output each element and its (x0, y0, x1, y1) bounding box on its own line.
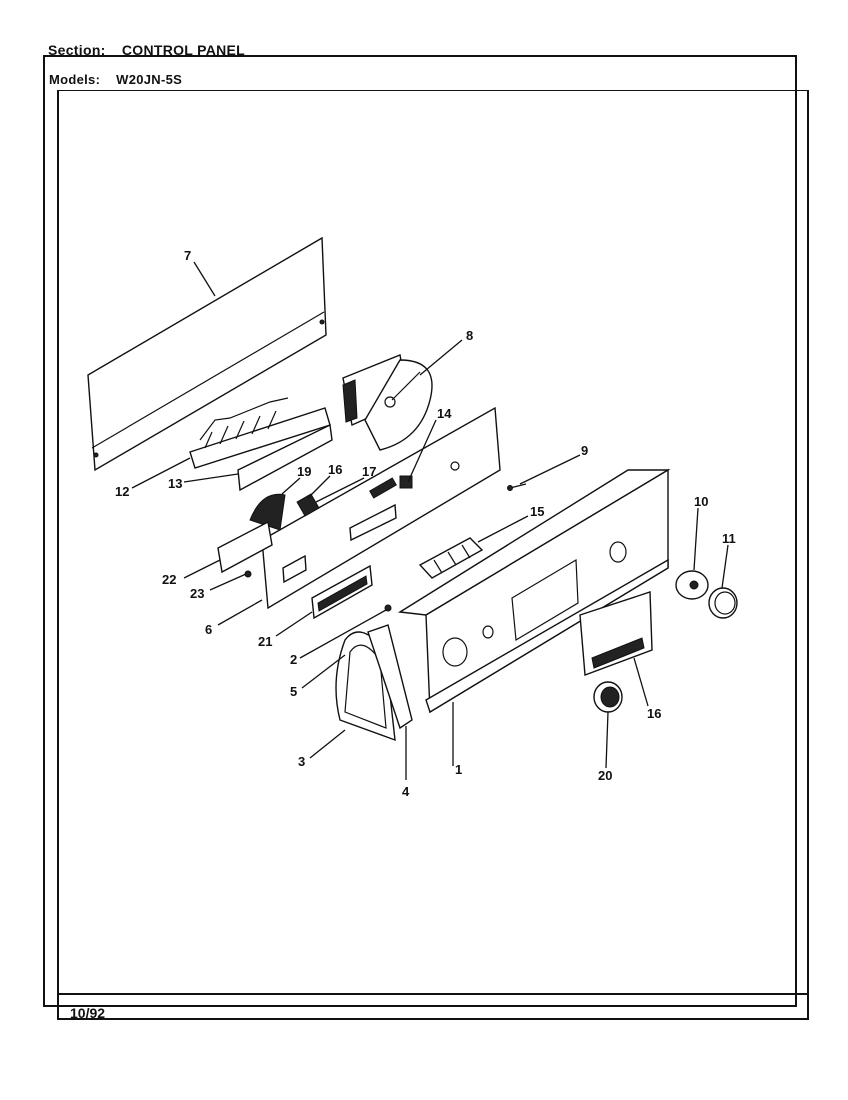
callout-22: 22 (162, 572, 176, 587)
callout-12: 12 (115, 484, 129, 499)
callout-9: 9 (581, 443, 588, 458)
part-9-screw (507, 483, 527, 491)
part-21-lens (311, 564, 373, 620)
part-19-harness (249, 475, 413, 531)
callout-20: 20 (598, 768, 612, 783)
revision-date: 10/92 (70, 1005, 106, 1021)
callout-19: 19 (297, 464, 311, 479)
part-8-timer (342, 354, 433, 451)
callout-4: 4 (402, 784, 410, 799)
callout-2: 2 (290, 652, 297, 667)
models-value: W20JN-5S (116, 72, 183, 87)
drawing-frame (43, 55, 797, 1007)
section-label: Section: (48, 42, 106, 58)
callout-6: 6 (205, 622, 212, 637)
callout-14: 14 (437, 406, 452, 421)
section-header: Section: CONTROL PANEL (48, 42, 245, 58)
callout-16-button-pad: 16 (647, 706, 661, 721)
part-7-rear-panel (87, 236, 327, 472)
part-20-knob (593, 681, 623, 713)
part-15-button-insert (418, 537, 484, 579)
models-header: Models: W20JN-5S (49, 72, 182, 87)
callout-13: 13 (168, 476, 182, 491)
part-11-knob (708, 587, 738, 619)
leader-lines (131, 261, 729, 780)
part-13-switch-bracket (189, 397, 333, 492)
models-label: Models: (49, 72, 101, 87)
part-1-control-panel (397, 468, 671, 714)
callout-16-harness: 16 (328, 462, 342, 477)
part-4-trim (367, 624, 413, 730)
callout-15: 15 (530, 504, 544, 519)
drawing-inner-frame (57, 90, 809, 1020)
callout-1: 1 (455, 762, 462, 777)
callout-21: 21 (258, 634, 272, 649)
part-6-console-back (261, 406, 501, 610)
callout-17: 17 (362, 464, 376, 479)
callout-11: 11 (722, 531, 736, 546)
part-10-knob-skirt (675, 570, 709, 600)
callout-10: 10 (694, 494, 708, 509)
callout-23: 23 (190, 586, 204, 601)
callout-5: 5 (290, 684, 297, 699)
part-22-bracket (217, 520, 273, 578)
callout-7: 7 (184, 248, 191, 263)
callout-3: 3 (298, 754, 305, 769)
part-16-button-pad (579, 591, 653, 676)
footer-divider (57, 993, 809, 995)
part-2-screw (384, 604, 392, 612)
callout-8: 8 (466, 328, 473, 343)
section-value: CONTROL PANEL (121, 42, 246, 58)
